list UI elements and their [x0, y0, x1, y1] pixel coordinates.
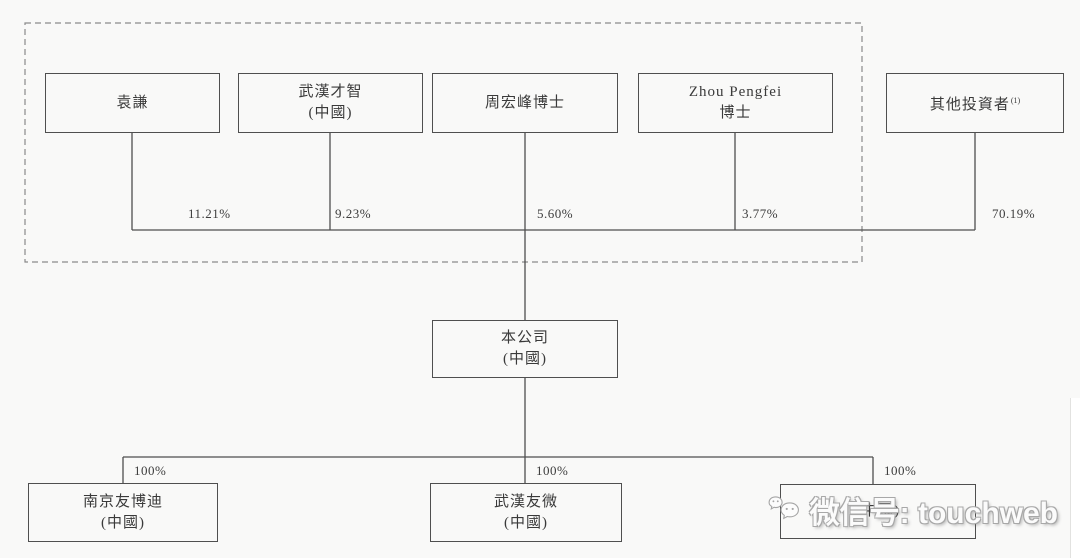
shareholder-group-dashed-border — [24, 22, 863, 263]
company-box: 本公司 (中國) — [432, 320, 618, 378]
pct-label-yuanqian: 11.21% — [188, 206, 231, 221]
shareholder-box-zhouhongfeng: 周宏峰博士 — [432, 73, 618, 133]
pct-label-other-investors: 70.19% — [992, 206, 1036, 221]
shareholder-name: 其他投資者 — [929, 97, 1010, 113]
pct-label-wuhanyouwei: 100% — [536, 463, 569, 478]
page-edge-artifact — [1070, 398, 1080, 558]
shareholder-name: Zhou Pengfei — [688, 84, 783, 100]
pct-label-zhoupengfei: 3.77% — [742, 206, 779, 221]
footnote-marker: (1) — [1010, 96, 1021, 105]
shareholder-box-yuanqian: 袁謙 — [45, 73, 220, 133]
subsidiary-box-nanjing: 南京友博迪 (中國) — [28, 483, 218, 542]
shareholder-box-wuhancaizhi: 武漢才智 (中國) — [238, 73, 423, 133]
pct-label-wuhancaizhi: 9.23% — [335, 206, 372, 221]
shareholder-name: 武漢才智 — [298, 84, 363, 100]
pct-label-obscured-subsidiary: 100% — [884, 463, 917, 478]
subsidiary-box-obscured: (中國) — [780, 484, 976, 539]
subsidiary-name: 武漢友微 — [493, 493, 558, 510]
shareholder-box-other-investors: 其他投資者(1) — [886, 73, 1064, 133]
company-name: 本公司 — [500, 330, 549, 346]
shareholder-box-zhoupengfei: Zhou Pengfei 博士 — [638, 73, 833, 133]
pct-label-nanjing: 100% — [134, 463, 167, 478]
subsidiary-box-wuhanyouwei: 武漢友微 (中國) — [430, 483, 622, 542]
shareholder-name: 袁謙 — [116, 94, 149, 111]
pct-label-zhouhongfeng: 5.60% — [537, 206, 574, 221]
shareholder-name: 周宏峰博士 — [484, 94, 565, 111]
subsidiary-name: 南京友博迪 — [82, 493, 163, 510]
